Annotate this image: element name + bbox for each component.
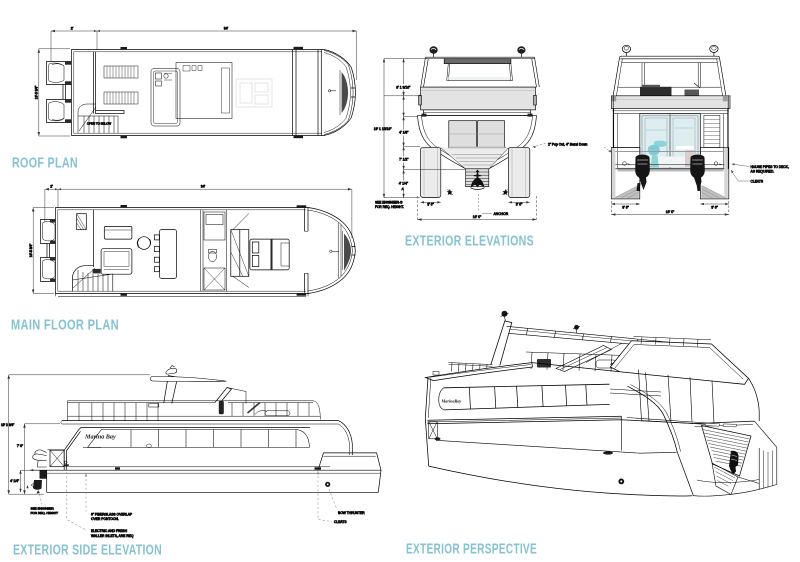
svg-text:AS REQUIRED.: AS REQUIRED. [751,170,775,174]
svg-text:FOR REQ. HEIGHT: FOR REQ. HEIGHT [31,511,59,515]
svg-text:MarinaBay: MarinaBay [441,399,462,404]
svg-text:34': 34' [201,185,206,189]
svg-text:SEE ENGINEER: SEE ENGINEER [31,507,55,511]
svg-text:CLEATS: CLEATS [751,179,764,183]
svg-text:8' 1 3/16": 8' 1 3/16" [396,86,411,90]
svg-text:BOW THRUSTER: BOW THRUSTER [338,511,365,515]
svg-text:16' 0": 16' 0" [666,210,675,214]
svg-text:HAUSE PIPES TO DECK,: HAUSE PIPES TO DECK, [751,165,789,169]
svg-text:CLEATS: CLEATS [334,520,347,524]
svg-text:16'-5 3/4": 16'-5 3/4" [29,244,33,257]
svg-text:7' 0": 7' 0" [17,444,23,448]
svg-text:EXTERIOR PERSPECTIVE: EXTERIOR PERSPECTIVE [406,542,537,558]
svg-text:2': 2' [50,185,53,189]
svg-text:SEE ENGINEER-G: SEE ENGINEER-G [375,201,403,205]
svg-text:2" Pop Out, 4" Bezel Down: 2" Pop Out, 4" Bezel Down [548,142,588,146]
svg-text:A: A [402,187,404,191]
svg-text:3' 6": 3' 6" [622,205,629,209]
svg-text:3' 6": 3' 6" [711,205,718,209]
svg-text:16'-5 3/4": 16'-5 3/4" [35,86,39,99]
svg-text:EXTERIOR SIDE ELEVATION: EXTERIOR SIDE ELEVATION [13,543,162,559]
svg-text:19' 2 3/4": 19' 2 3/4" [1,423,14,427]
svg-text:WALLER INLETS, ARE REQ: WALLER INLETS, ARE REQ [91,534,134,538]
svg-text:Marina Bay: Marina Bay [84,434,116,441]
svg-text:ELECTRIC AND FRESH: ELECTRIC AND FRESH [91,529,128,533]
svg-text:4' 1/4": 4' 1/4" [10,479,19,483]
svg-text:OVER PONTOON.: OVER PONTOON. [91,517,119,521]
svg-text:ROOF PLAN: ROOF PLAN [12,156,78,172]
svg-text:ANCHOR: ANCHOR [494,212,509,216]
svg-text:EXTERIOR ELEVATIONS: EXTERIOR ELEVATIONS [405,234,534,250]
svg-text:34': 34' [224,27,229,31]
svg-text:FOR REQ. HEIGHT.: FOR REQ. HEIGHT. [375,205,404,209]
svg-text:4' 1/4": 4' 1/4" [399,182,409,186]
svg-text:6" FIBERGLASS OVERLAP: 6" FIBERGLASS OVERLAP [91,512,133,516]
svg-text:7' 1/2": 7' 1/2" [399,158,409,162]
svg-text:2': 2' [71,27,74,31]
svg-text:3' 6": 3' 6" [427,202,434,206]
svg-text:3' 6": 3' 6" [516,202,523,206]
svg-text:19' 1 15/16": 19' 1 15/16" [374,127,393,131]
svg-text:16' 0": 16' 0" [473,215,482,219]
svg-text:4' 1/8": 4' 1/8" [399,131,409,135]
svg-text:MAIN FLOOR PLAN: MAIN FLOOR PLAN [11,318,119,334]
svg-text:OPEN TO BELOW: OPEN TO BELOW [87,122,111,126]
